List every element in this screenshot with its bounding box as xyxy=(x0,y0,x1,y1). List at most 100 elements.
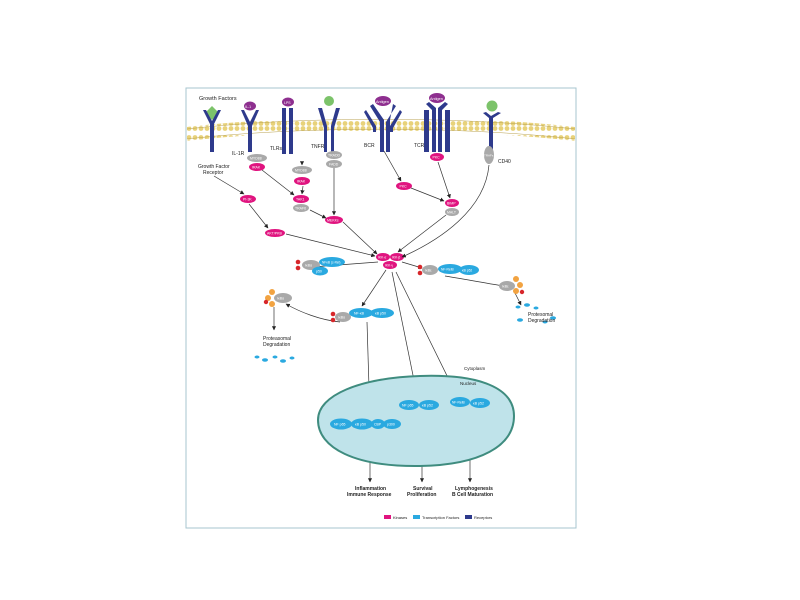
ikkg-label: IKK-γ xyxy=(385,264,393,268)
relb-label: NF-RelB xyxy=(441,268,454,272)
traf-cd40 xyxy=(484,146,494,164)
traf6-label: TRAF6 xyxy=(295,207,306,211)
legend-tf-label: Transcription Factors xyxy=(422,515,459,520)
traf-cd40-label: TRAFs xyxy=(484,154,494,158)
irak-il1r-label: IRAK xyxy=(252,166,261,170)
bimp-label: BIMP xyxy=(447,202,456,206)
cd40-label: CD40 xyxy=(498,159,511,165)
fadd-label: FADD xyxy=(329,163,339,167)
arrows xyxy=(213,150,522,483)
antigen2-label: Antigen xyxy=(430,97,443,101)
nuclear-complex-2 xyxy=(399,400,439,410)
pkc-tcr-label: PKC xyxy=(433,156,441,160)
ikb-deg-right-label: IκBε xyxy=(502,285,509,289)
ikb-right-label: IκBε xyxy=(425,269,432,273)
pi3k-label: PI-3K xyxy=(243,198,252,202)
ikb-deg-left-label: IκBα xyxy=(277,297,284,301)
growth-factor-receptor xyxy=(203,106,221,152)
tradd xyxy=(326,151,342,159)
bcr-receptor xyxy=(364,96,402,152)
pi3k xyxy=(240,195,256,203)
legend: Kinases Transcription Factors Receptors xyxy=(384,515,492,520)
n2-p65-label: NF p65 xyxy=(402,404,414,408)
legend-kinases-swatch xyxy=(384,515,391,519)
cytoplasm-label: Cytoplasm xyxy=(464,366,486,371)
mekk xyxy=(325,216,343,224)
degradation-fragments-left xyxy=(254,355,295,363)
irak-tlr-label: IRAK xyxy=(297,180,306,184)
p50-left-label: p50 xyxy=(316,270,322,274)
tnfr-label: TNFR xyxy=(311,144,325,150)
bimp xyxy=(445,199,459,207)
tcr-receptor xyxy=(424,93,450,152)
tnfr-receptor xyxy=(318,96,340,152)
ikb-complex-left xyxy=(295,257,345,276)
cd40-receptor xyxy=(483,100,501,152)
p52-label: κB p52 xyxy=(462,269,472,273)
legend-receptors-label: Receptors xyxy=(474,515,492,520)
growth-factors-label: Growth Factors xyxy=(199,96,237,102)
bcr-label: BCR xyxy=(364,143,375,149)
nfkb-p65-label: NF-κB xyxy=(354,312,365,316)
nuclear-complex-3 xyxy=(450,397,490,408)
tlrs-label: TLRs xyxy=(270,146,282,152)
tlr-receptor xyxy=(282,97,294,154)
ikka-label: IKK-α xyxy=(378,256,386,260)
ikb-complex-right xyxy=(417,264,479,276)
legend-kinases-label: Kinases xyxy=(393,515,407,520)
myd88-il1r xyxy=(247,154,267,162)
myd88-il1r-label: MYD88 xyxy=(250,157,262,161)
n-cbp-label: CBP xyxy=(374,423,382,427)
ikb-left-label: IκBα xyxy=(305,264,312,268)
fadd xyxy=(326,160,342,168)
ikkb-label: IKK-β xyxy=(392,256,400,260)
crel-label: NFκB (c-Rel) xyxy=(322,261,340,265)
pkc-bcr xyxy=(396,182,412,190)
degradation-fragments-right xyxy=(515,303,556,324)
il1r-label: IL-1R xyxy=(232,151,245,157)
nucleus-label: Nucleus xyxy=(460,381,477,386)
pkc-tcr xyxy=(430,153,444,161)
lps-ligand-label: LPS xyxy=(284,101,291,105)
tcr-label: TCR xyxy=(414,143,425,149)
n3-p52-label: κB p52 xyxy=(473,402,484,406)
akt-label: AKT/PKB xyxy=(267,232,282,236)
n3-relb-label: NF-RelB xyxy=(452,401,465,405)
il1-ligand-label: IL-1 xyxy=(245,105,251,109)
ikb-complex-middle xyxy=(330,308,394,323)
mekk-label: MEKKs xyxy=(327,219,339,223)
n-p300-label: p300 xyxy=(387,423,395,427)
tradd-label: TRADD xyxy=(328,154,341,158)
ikb-ubiquitin-left xyxy=(263,289,292,307)
myd88-tlr-label: MYD88 xyxy=(295,169,307,173)
myd88-tlr xyxy=(292,166,312,174)
traf6 xyxy=(293,204,309,212)
pkc-bcr-label: PKC xyxy=(400,185,408,189)
ikb-mid-label: IκBα xyxy=(338,316,345,320)
akt xyxy=(265,229,285,237)
n-p50-label: κB p50 xyxy=(355,423,366,427)
il1r-receptor xyxy=(241,101,259,152)
irak-il1r xyxy=(249,163,265,171)
ikk-complex xyxy=(376,253,404,269)
legend-receptors-swatch xyxy=(465,515,472,519)
tak1 xyxy=(293,195,309,203)
p50-mid-label: κB p50 xyxy=(375,312,386,316)
n-p65-label: NF p65 xyxy=(334,423,346,427)
legend-tf-swatch xyxy=(413,515,420,519)
tak1-label: TAK1 xyxy=(296,198,305,202)
irak-tlr xyxy=(294,177,310,185)
malt xyxy=(445,208,459,216)
ikb-ubiquitin-right xyxy=(499,276,525,295)
nuclear-complex-1 xyxy=(330,418,401,430)
n2-p52-label: κB p52 xyxy=(422,404,433,408)
malt-label: MALT xyxy=(447,211,457,215)
antigen1-label: Antigen xyxy=(376,100,389,104)
